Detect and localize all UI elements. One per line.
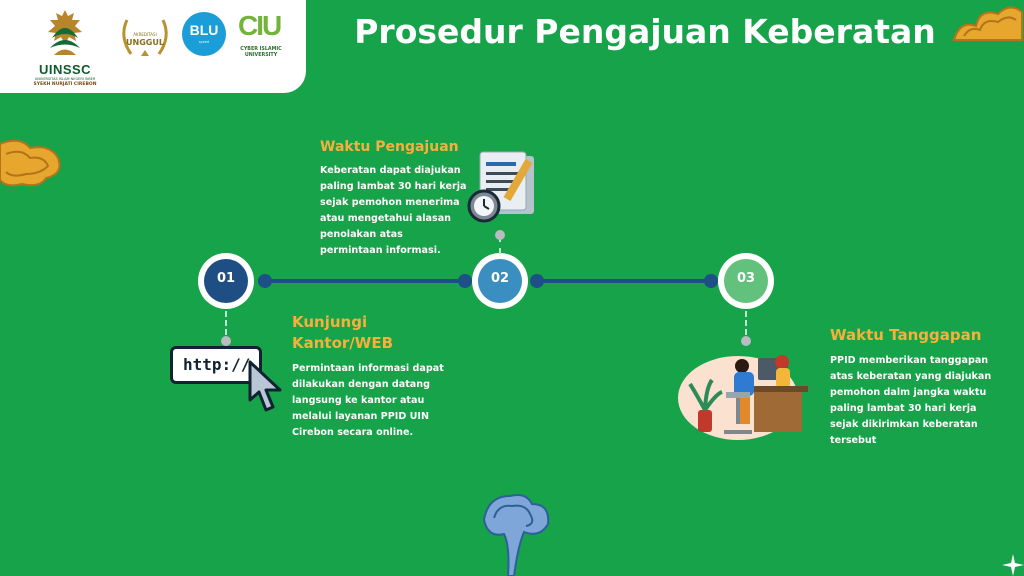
blu-main: BLU bbox=[189, 22, 219, 38]
laurel-icon bbox=[122, 19, 168, 56]
step-2-node: 02 bbox=[472, 253, 528, 309]
step-3-heading: Waktu Tanggapan bbox=[830, 326, 982, 344]
unggul-logo: AKREDITASI UNGGUL bbox=[117, 12, 173, 62]
uinssc-emblem-icon bbox=[48, 10, 82, 55]
url-text: http:// bbox=[183, 355, 251, 374]
step-3-circle: 03 bbox=[724, 259, 768, 303]
sparkle-icon bbox=[1002, 554, 1024, 576]
timeline-line-1 bbox=[258, 279, 466, 283]
ciu-sub1: CYBER ISLAMIC bbox=[240, 47, 282, 52]
step-1-node: 01 bbox=[198, 253, 254, 309]
step-3-stem-dot bbox=[741, 336, 751, 346]
blu-sub: speed bbox=[198, 40, 210, 44]
uinssc-sub2: SYEKH NURJATI CIREBON bbox=[33, 82, 97, 87]
step-3-body: PPID memberikan tanggapan atas keberatan… bbox=[830, 355, 992, 446]
document-clock-icon bbox=[467, 151, 534, 223]
step-1-heading: Kunjungi Kantor/WEB bbox=[292, 313, 394, 352]
unggul-top: AKREDITASI bbox=[133, 32, 157, 37]
cursor-icon bbox=[248, 360, 282, 412]
step-2-heading: Waktu Pengajuan bbox=[320, 139, 459, 155]
cloud-ornament-left-icon bbox=[0, 139, 61, 187]
ciu-mark: CIU bbox=[238, 10, 282, 41]
timeline-dot bbox=[458, 274, 472, 288]
step-2-number: 02 bbox=[490, 271, 510, 286]
office-desk-illustration bbox=[678, 355, 808, 440]
ciu-logo: CIU CYBER ISLAMIC UNIVERSITY bbox=[232, 10, 290, 60]
step-1-number: 01 bbox=[216, 271, 236, 286]
timeline-dot bbox=[530, 274, 544, 288]
cloud-ornament-bottom-icon bbox=[482, 494, 550, 576]
step-1-stem-dot bbox=[221, 336, 231, 346]
step-3-stem bbox=[745, 311, 749, 335]
uinssc-brand: UINSSC bbox=[38, 62, 92, 77]
step-2-stem bbox=[499, 236, 503, 254]
timeline-dot bbox=[704, 274, 718, 288]
step-2-circle: 02 bbox=[478, 259, 522, 303]
step-1-illustration: http:// bbox=[170, 346, 290, 416]
step-1-stem bbox=[225, 311, 229, 335]
url-bar: http:// bbox=[170, 346, 262, 384]
blu-logo: BLU speed bbox=[182, 12, 226, 56]
step-3-number: 03 bbox=[736, 271, 756, 286]
unggul-main: UNGGUL bbox=[126, 38, 164, 47]
timeline-line-2 bbox=[532, 279, 714, 283]
uinssc-sub1: UNIVERSITAS ISLAM NEGERI SIBER bbox=[34, 77, 96, 81]
cloud-ornament-top-right-icon bbox=[952, 6, 1023, 41]
step-1-circle: 01 bbox=[204, 259, 248, 303]
ciu-sub2: UNIVERSITY bbox=[244, 53, 278, 58]
step-3-node: 03 bbox=[718, 253, 774, 309]
step-2-body: Keberatan dapat diajukan paling lambat 3… bbox=[320, 165, 467, 256]
timeline-dot bbox=[258, 274, 272, 288]
page-title: Prosedur Pengajuan Keberatan bbox=[354, 12, 936, 51]
logo-bar: UINSSC UNIVERSITAS ISLAM NEGERI SIBER SY… bbox=[0, 0, 306, 93]
uinssc-logo: UINSSC UNIVERSITAS ISLAM NEGERI SIBER SY… bbox=[22, 6, 108, 90]
step-2-stem-dot bbox=[495, 230, 505, 240]
step-1-body: Permintaan informasi dapat dilakukan den… bbox=[292, 363, 444, 438]
